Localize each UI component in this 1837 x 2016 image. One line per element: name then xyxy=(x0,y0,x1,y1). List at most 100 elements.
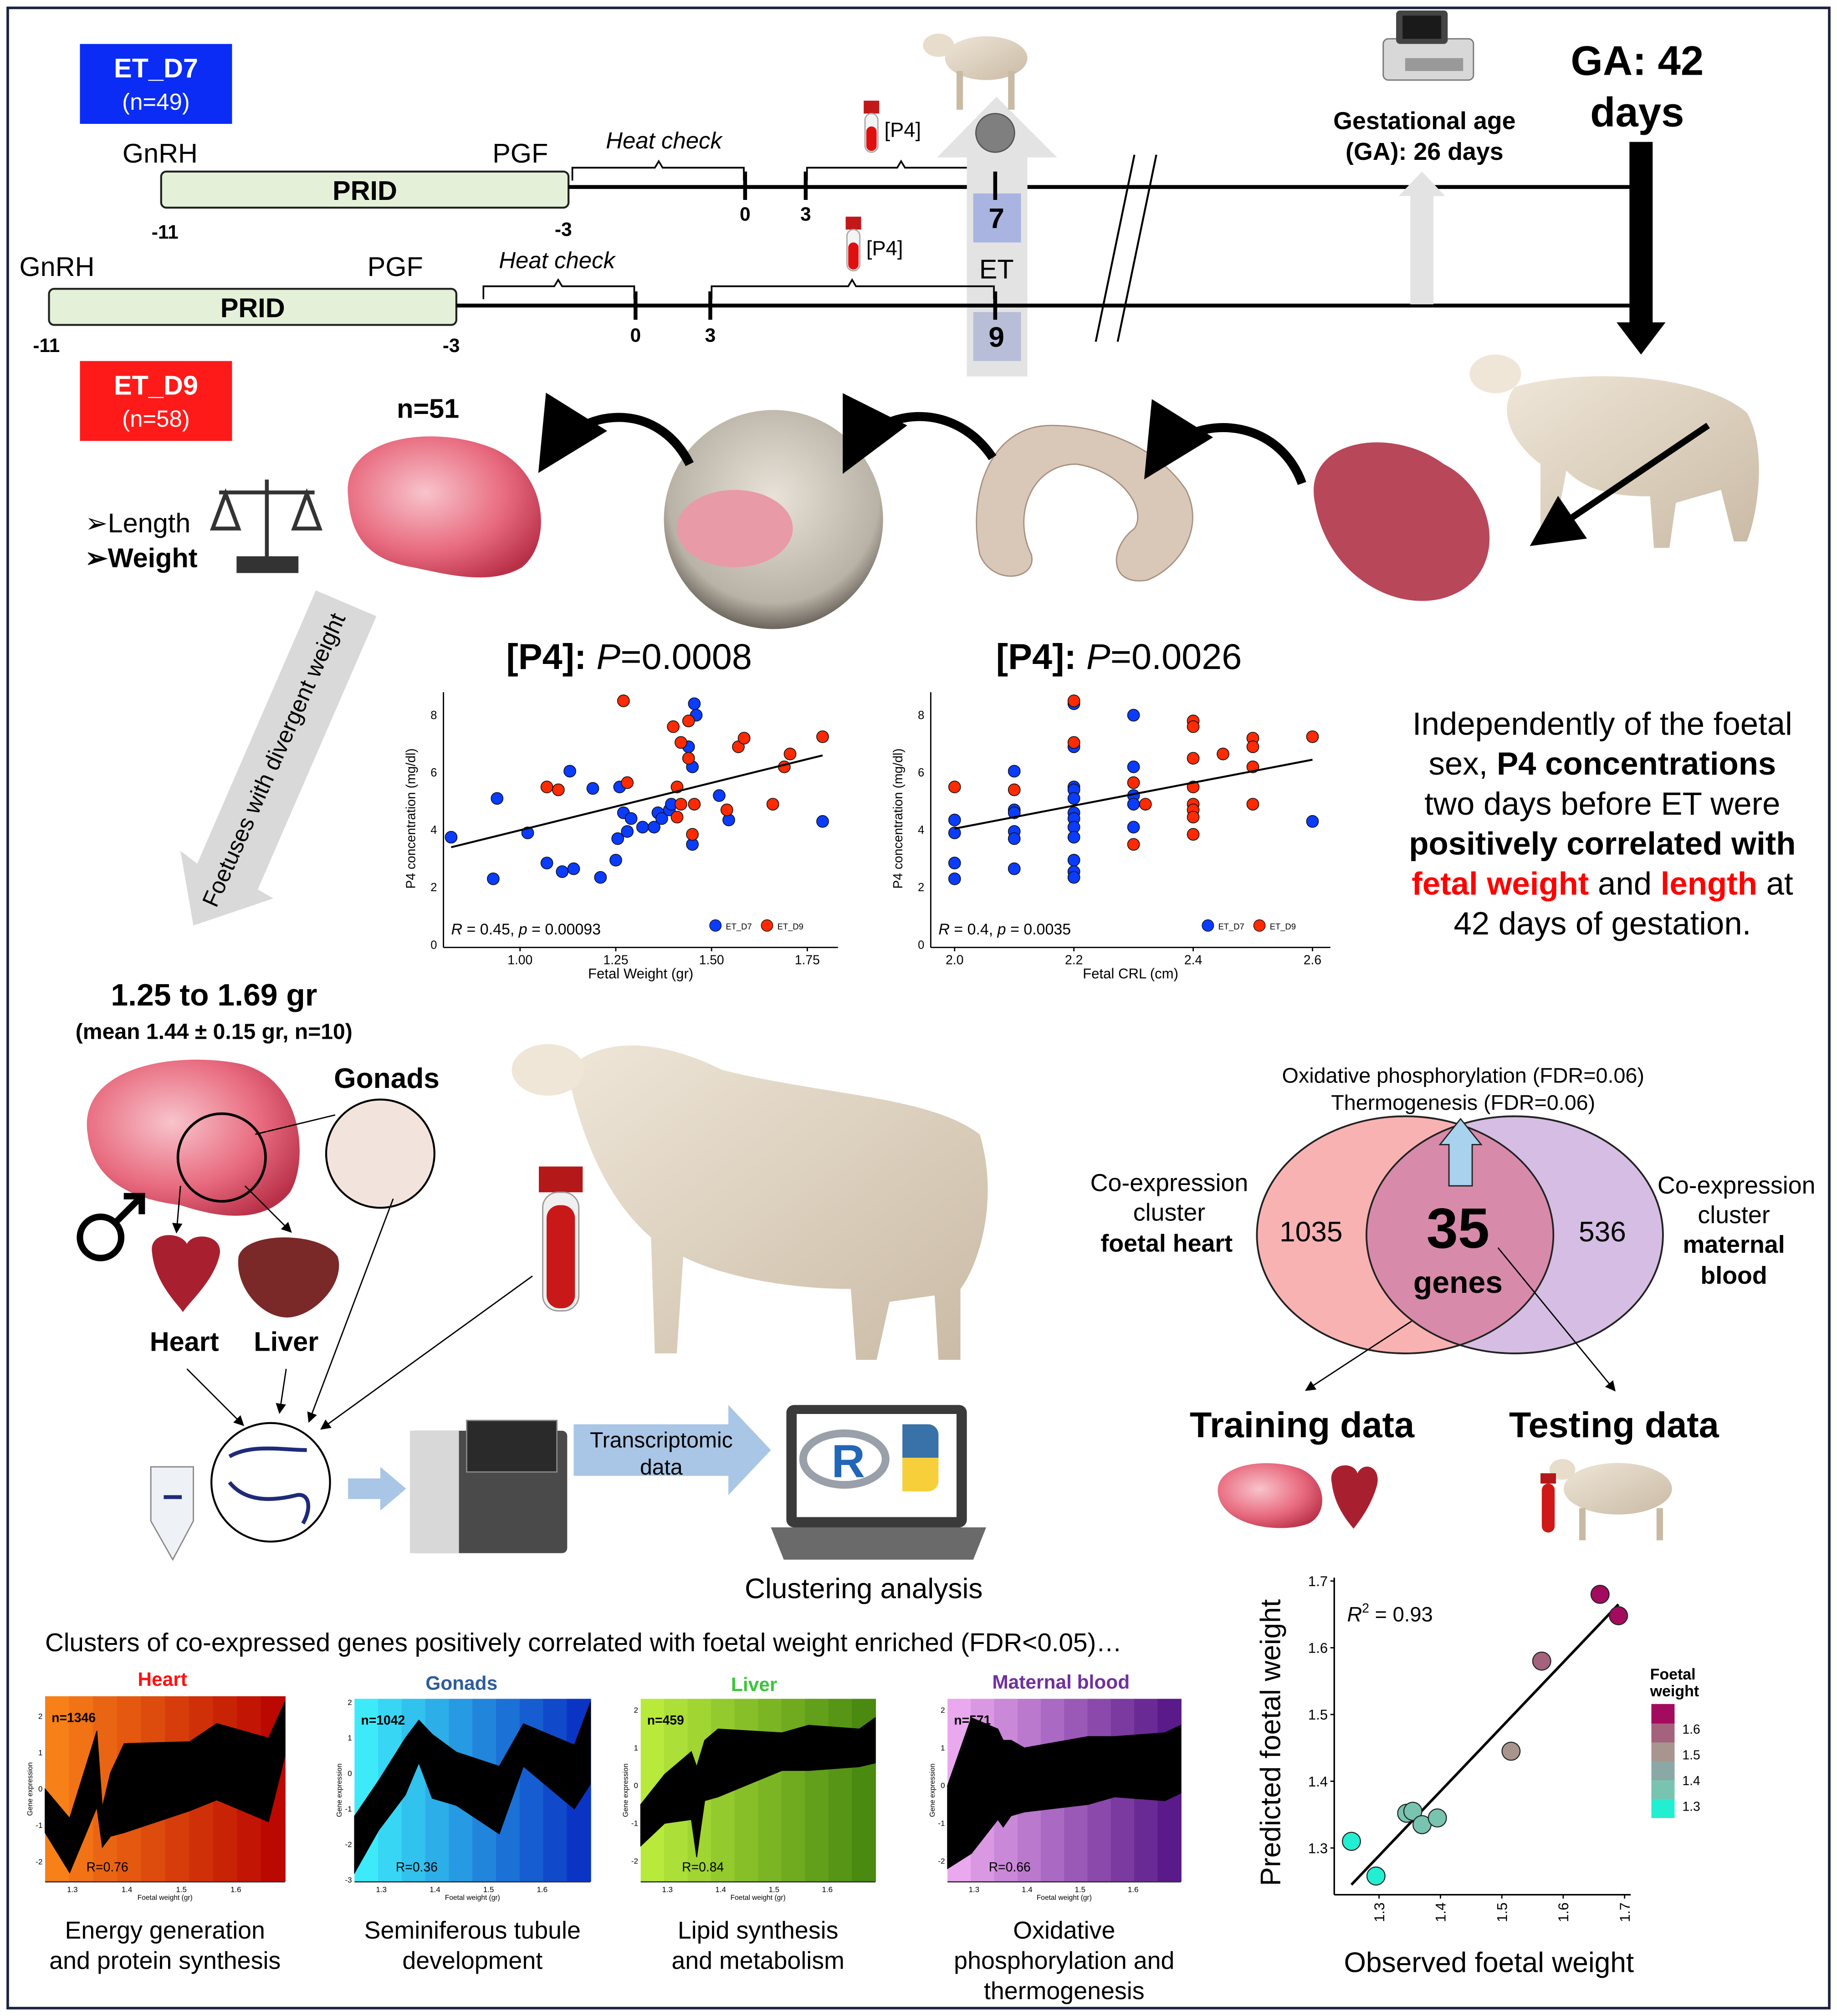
p-value: = 0.00093 xyxy=(527,921,601,938)
data-point-et-d7 xyxy=(648,821,660,834)
data-point-et-d7 xyxy=(636,821,649,834)
et-d7-label: ET_D7 xyxy=(114,53,198,83)
r-symbol: R xyxy=(938,921,950,938)
data-point-et-d7 xyxy=(948,872,961,885)
cluster-caption: Energy generation xyxy=(65,1917,265,1944)
legend-marker xyxy=(1202,919,1214,932)
cluster-title: Maternal blood xyxy=(992,1671,1130,1693)
legend-marker xyxy=(709,919,722,932)
testing-cow-image xyxy=(1549,1459,1672,1541)
y-tick-label: -2 xyxy=(345,1840,352,1849)
x-tick-label: 1.3 xyxy=(969,1885,980,1894)
et-day9: 9 xyxy=(988,322,1004,353)
connector xyxy=(244,1185,292,1233)
right-set-label: blood xyxy=(1700,1262,1767,1289)
frame-border xyxy=(6,6,1831,2010)
data-point-et-d9 xyxy=(688,798,701,811)
data-point-et-d7 xyxy=(1067,853,1080,867)
background-stripe xyxy=(828,1699,853,1882)
et-day7-box xyxy=(973,193,1021,243)
p-symbol: p xyxy=(518,921,527,938)
x-tick-label: 1.5 xyxy=(176,1885,187,1894)
transcriptomic-arrow xyxy=(573,1405,771,1495)
right-set-label: maternal xyxy=(1683,1231,1785,1258)
data-point-et-d7 xyxy=(948,813,961,827)
gnrh-label: GnRH xyxy=(123,138,198,168)
overlap-unit: genes xyxy=(1413,1266,1503,1300)
data-point-et-d7 xyxy=(688,697,701,710)
rna-icon xyxy=(210,1422,331,1543)
y-tick-label: 1.7 xyxy=(1308,1573,1328,1589)
y-tick-label: 0 xyxy=(38,1785,42,1793)
x-tick-label: 1.4 xyxy=(715,1885,726,1894)
transcriptomic-label: data xyxy=(640,1455,683,1480)
y-axis-label: Gene expression xyxy=(336,1764,343,1817)
overlap-count: 35 xyxy=(1427,1197,1489,1260)
legend-title: Foetal xyxy=(1650,1666,1696,1683)
heat-check-label: Heat check xyxy=(606,128,723,153)
sequencer-icon xyxy=(409,1419,568,1553)
gonads-label: Gonads xyxy=(334,1063,440,1094)
data-point-et-d7 xyxy=(1306,815,1319,828)
data-point-et-d7 xyxy=(1008,765,1021,778)
right-set-label: Co-expression xyxy=(1658,1172,1816,1199)
venn-diagram: Oxidative phosphorylation (FDR=0.06) The… xyxy=(1090,1064,1816,1392)
data-point-et-d7 xyxy=(609,853,622,867)
data-point-et-d9 xyxy=(1187,828,1200,841)
data-point-et-d7 xyxy=(540,857,553,870)
stat-label: R = 0.4, p = 0.0035 xyxy=(938,921,1071,938)
legend-label: ET_D9 xyxy=(1270,922,1296,932)
right-set-label: cluster xyxy=(1698,1201,1770,1229)
data-point-et-d7 xyxy=(1067,792,1080,805)
legend-label: ET_D7 xyxy=(1218,922,1244,932)
blood-tube-icon xyxy=(845,216,861,272)
x-axis-label: Foetal weight (gr) xyxy=(445,1894,500,1902)
fit-line xyxy=(954,759,1313,830)
data-point-et-d7 xyxy=(1067,871,1080,884)
fit-line xyxy=(1350,1603,1620,1886)
p4-label: [P4] xyxy=(885,118,921,141)
p-value: = 0.0035 xyxy=(1006,921,1071,938)
connector xyxy=(255,1114,336,1135)
r-logo: R xyxy=(831,1435,865,1487)
heat-check-brace xyxy=(482,278,635,299)
x-tick-label: 1.3 xyxy=(662,1885,673,1894)
background-stripe xyxy=(781,1699,806,1882)
data-point-et-d9 xyxy=(1139,798,1152,811)
x-tick-label: 1.4 xyxy=(1433,1903,1449,1922)
data-point-et-d7 xyxy=(491,792,504,805)
dissection-arrow xyxy=(1530,423,1710,546)
clusters-heading: Clusters of co-expressed genes positivel… xyxy=(45,1628,1122,1657)
y-tick-label: 8 xyxy=(918,709,924,722)
p4-brace xyxy=(711,278,995,299)
training-heart-image xyxy=(1331,1465,1378,1529)
data-point xyxy=(1590,1585,1610,1604)
connector xyxy=(1497,1247,1616,1392)
data-point-et-d7 xyxy=(586,782,599,795)
colorbar-segment xyxy=(1651,1704,1675,1724)
x-tick-label: 1.50 xyxy=(699,952,724,967)
y-tick-label: -2 xyxy=(938,1857,945,1865)
prid-label: PRID xyxy=(333,175,397,206)
venn-overlap xyxy=(1366,1116,1554,1353)
x-tick-label: 1.6 xyxy=(1556,1903,1571,1922)
data-point xyxy=(1428,1808,1447,1828)
et-d7-badge xyxy=(80,44,232,124)
data-point-et-d9 xyxy=(1246,798,1259,811)
curved-arrows xyxy=(538,393,1306,485)
x-tick-label: 2.6 xyxy=(1304,952,1321,967)
y-axis-label: Gene expression xyxy=(26,1762,34,1816)
tick-label: -3 xyxy=(555,219,572,240)
r-value: = 0.4, xyxy=(950,921,998,938)
stat-label: R = 0.45, p = 0.00093 xyxy=(451,921,601,938)
et-label: ET xyxy=(979,254,1014,285)
data-point-et-d9 xyxy=(540,781,553,793)
x-axis-label: Foetal weight (gr) xyxy=(1037,1894,1092,1902)
y-tick-label: 4 xyxy=(430,824,437,837)
ga42-arrow xyxy=(1617,142,1666,355)
data-point-et-d9 xyxy=(737,732,751,745)
chart-title: [P4]: P=0.0008 xyxy=(506,636,752,677)
cluster-title: Heart xyxy=(138,1669,187,1690)
